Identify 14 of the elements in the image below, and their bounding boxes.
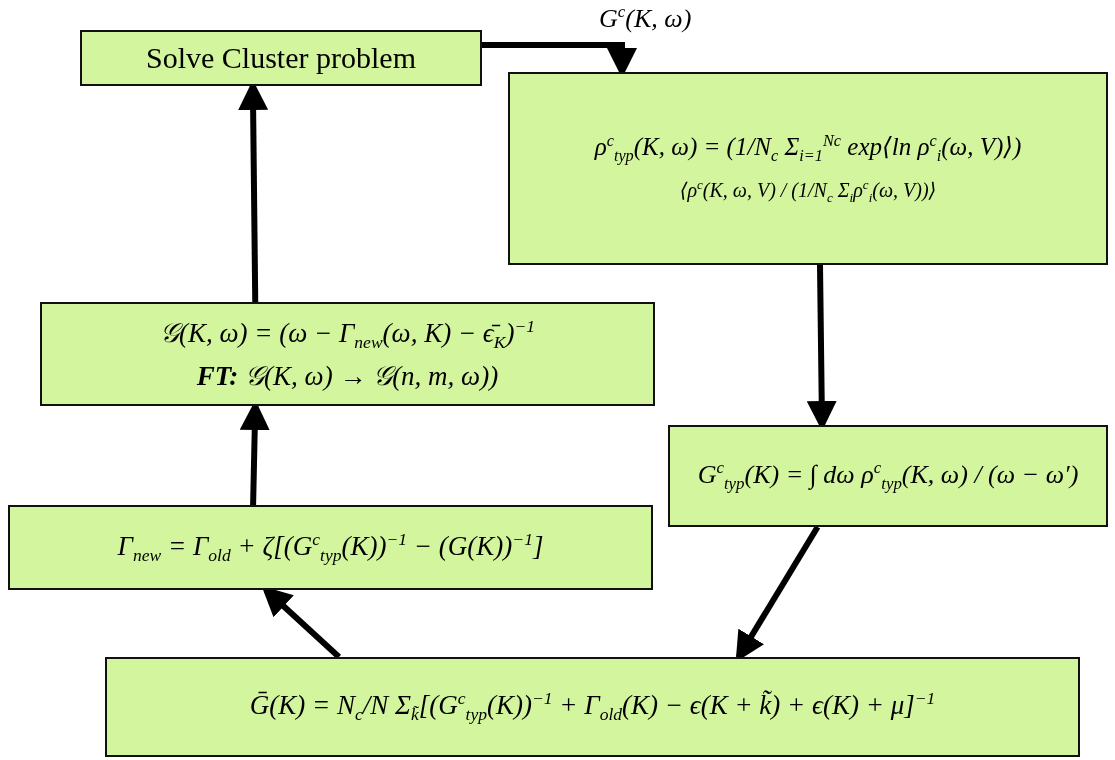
formula-box — [8, 505, 653, 590]
step-label: Solve Cluster problem — [146, 40, 416, 76]
formula-box — [80, 30, 482, 86]
formula: Ḡ(K) = N$_{c}$/N Σ$_{k̃}$[(G$^{c}$$_{typ}$(K))$^{−1}$ + Γ$_{old}$(K) − ϵ(K + k̃) + ϵ(K) + μ]$^{−1}$ — [249, 688, 936, 726]
formula-box — [105, 657, 1080, 757]
formula: 𝒢(K, ω) = (ω − Γ$_{new}$(ω, K) − ϵ̄$_{K}$)$^{−1}$ — [159, 316, 536, 354]
formula-box — [40, 302, 655, 406]
formula: FT: 𝒢(K, ω) → 𝒢(n, m, ω)) — [196, 359, 499, 392]
formula: G$^{c}$$_{typ}$(K) = ∫ dω ρ$^{c}$$_{typ}$(K, ω) / (ω − ω′) — [697, 457, 1079, 495]
formula: Γ$_{new}$ = Γ$_{old}$ + ζ[(G$^{c}$$_{typ}$(K))$^{−1}$ − (G(K))$^{−1}$] — [117, 528, 544, 567]
formula: ⟨ρ$^{c}$(K, ω, V) / (1/N$_{c}$ Σ$_{i}$ρ$^{c}$$_{i}$(ω, V))⟩ — [679, 176, 937, 206]
formula-box — [668, 425, 1108, 527]
formula: ρ$^{c}$$_{typ}$(K, ω) = (1/N$_{c}$ Σ$_{i=1}$$^{Nc}$ exp⟨ln ρ$^{c}$$_{i}$(ω, V)⟩) — [594, 131, 1022, 167]
formula-box — [508, 72, 1108, 265]
